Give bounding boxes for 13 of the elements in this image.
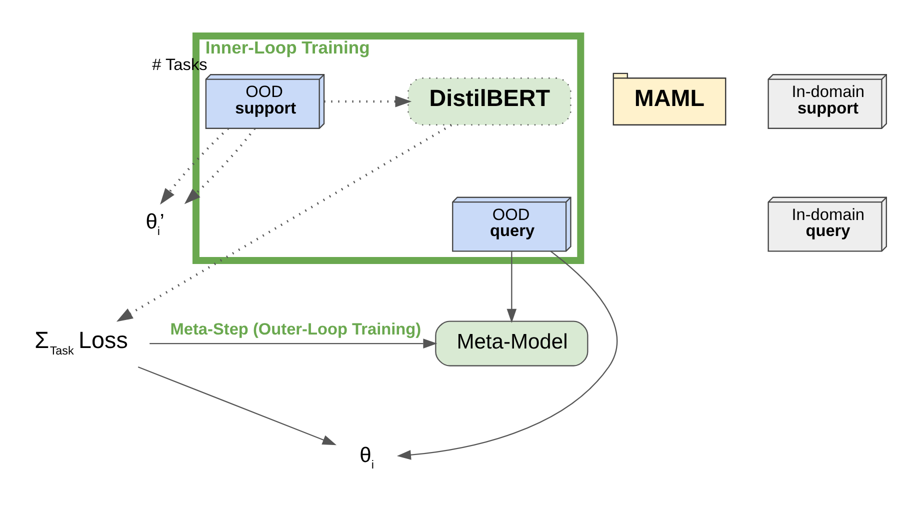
arrow [116, 124, 452, 322]
edge-label: Meta-Step (Outer-Loop Training) [170, 320, 422, 338]
arrow [150, 338, 438, 348]
node-box: DistilBERT [408, 77, 572, 125]
node-text: Σ$_{Task}$ Loss [34, 326, 128, 358]
arrow [324, 95, 412, 107]
arrow [506, 250, 517, 322]
node-box: Meta-Model [435, 320, 588, 366]
arrow [184, 127, 256, 204]
node-text: θ$_{i}$’ [146, 210, 164, 238]
arrow [138, 366, 337, 445]
arrow [160, 127, 229, 204]
node-text: θ$_{i}$ [360, 444, 374, 472]
